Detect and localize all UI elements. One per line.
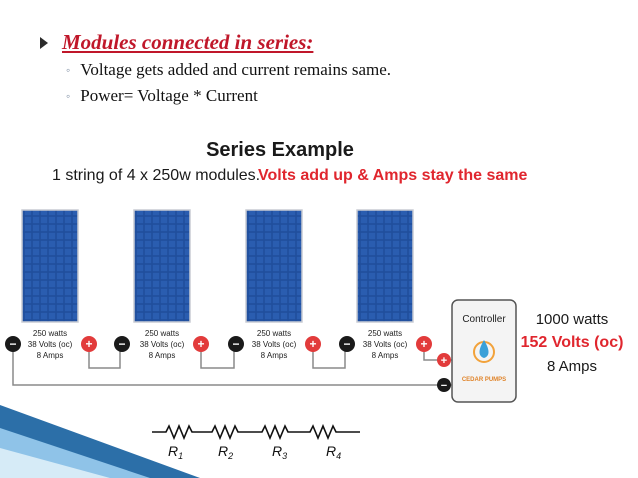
- panel-volts: 38 Volts (oc): [252, 340, 297, 349]
- sub-bullet-voltage: ◦ Voltage gets added and current remains…: [66, 60, 391, 80]
- controller-box: Controller CEDAR PUMPS: [451, 299, 517, 403]
- panel-watts: 250 watts: [257, 329, 291, 338]
- total-watts: 1000 watts: [536, 311, 609, 328]
- resistor-label-r2: R2: [218, 443, 233, 461]
- panel-volts: 38 Volts (oc): [28, 340, 73, 349]
- figure-subtitle-red: Volts add up & Amps stay the same: [258, 167, 528, 184]
- bullet-triangle-icon: [40, 36, 48, 49]
- minus-terminal-icon: −: [437, 378, 451, 392]
- plus-terminal-icon: +: [305, 336, 321, 352]
- main-bullet: Modules connected in series:: [40, 30, 313, 55]
- figure-title: Series Example: [206, 139, 354, 161]
- solar-panel-2: 250 watts 38 Volts (oc) 8 Amps: [133, 209, 191, 360]
- panel-amps: 8 Amps: [149, 351, 176, 360]
- svg-text:−: −: [9, 337, 16, 351]
- panel-watts: 250 watts: [368, 329, 402, 338]
- resistor-label-r3: R3: [272, 443, 287, 461]
- sub-bullet-ring-icon: ◦: [66, 62, 71, 77]
- controller-brand: CEDAR PUMPS: [462, 377, 506, 383]
- panel-amps: 8 Amps: [37, 351, 64, 360]
- controller-label: Controller: [462, 314, 506, 325]
- slide-heading: Modules connected in series:: [62, 30, 314, 54]
- minus-terminal-icon: −: [228, 336, 244, 352]
- svg-text:+: +: [85, 337, 92, 351]
- sub-bullet-power: ◦ Power= Voltage * Current: [66, 86, 258, 106]
- panel-volts: 38 Volts (oc): [363, 340, 408, 349]
- svg-text:+: +: [309, 337, 316, 351]
- plus-terminal-icon: +: [193, 336, 209, 352]
- total-volts: 152 Volts (oc): [521, 334, 624, 351]
- negative-terminals: − − − − −: [5, 336, 451, 392]
- plus-terminal-icon: +: [81, 336, 97, 352]
- positive-terminals: + + + + +: [81, 336, 451, 367]
- svg-text:+: +: [197, 337, 204, 351]
- cedar-pumps-logo-icon: [473, 340, 495, 363]
- panel-volts: 38 Volts (oc): [140, 340, 185, 349]
- panel-amps: 8 Amps: [372, 351, 399, 360]
- minus-terminal-icon: −: [114, 336, 130, 352]
- slide-corner-decoration: [0, 405, 200, 478]
- solar-panel-1: 250 watts 38 Volts (oc) 8 Amps: [21, 209, 79, 360]
- sub-bullet-ring-icon: ◦: [66, 88, 71, 103]
- sub-bullet-text: Voltage gets added and current remains s…: [80, 60, 392, 79]
- svg-text:+: +: [441, 355, 447, 367]
- panel-watts: 250 watts: [145, 329, 179, 338]
- resistor-label-r1: R1: [168, 443, 183, 461]
- figure-subtitle-black: 1 string of 4 x 250w modules.: [52, 167, 260, 184]
- svg-text:−: −: [232, 337, 239, 351]
- minus-terminal-icon: −: [5, 336, 21, 352]
- svg-text:−: −: [118, 337, 125, 351]
- resistor-series-symbol: R1 R2 R3 R4: [152, 423, 360, 461]
- resistor-label-r4: R4: [326, 443, 341, 461]
- solar-panel-3: 250 watts 38 Volts (oc) 8 Amps: [245, 209, 303, 360]
- svg-text:−: −: [343, 337, 350, 351]
- svg-text:−: −: [441, 380, 447, 392]
- plus-terminal-icon: +: [416, 336, 432, 352]
- plus-terminal-icon: +: [437, 353, 451, 367]
- svg-text:+: +: [420, 337, 427, 351]
- panel-amps: 8 Amps: [261, 351, 288, 360]
- solar-panel-4: 250 watts 38 Volts (oc) 8 Amps: [356, 209, 414, 360]
- panel-watts: 250 watts: [33, 329, 67, 338]
- minus-terminal-icon: −: [339, 336, 355, 352]
- total-amps: 8 Amps: [547, 358, 597, 375]
- sub-bullet-text: Power= Voltage * Current: [80, 86, 258, 105]
